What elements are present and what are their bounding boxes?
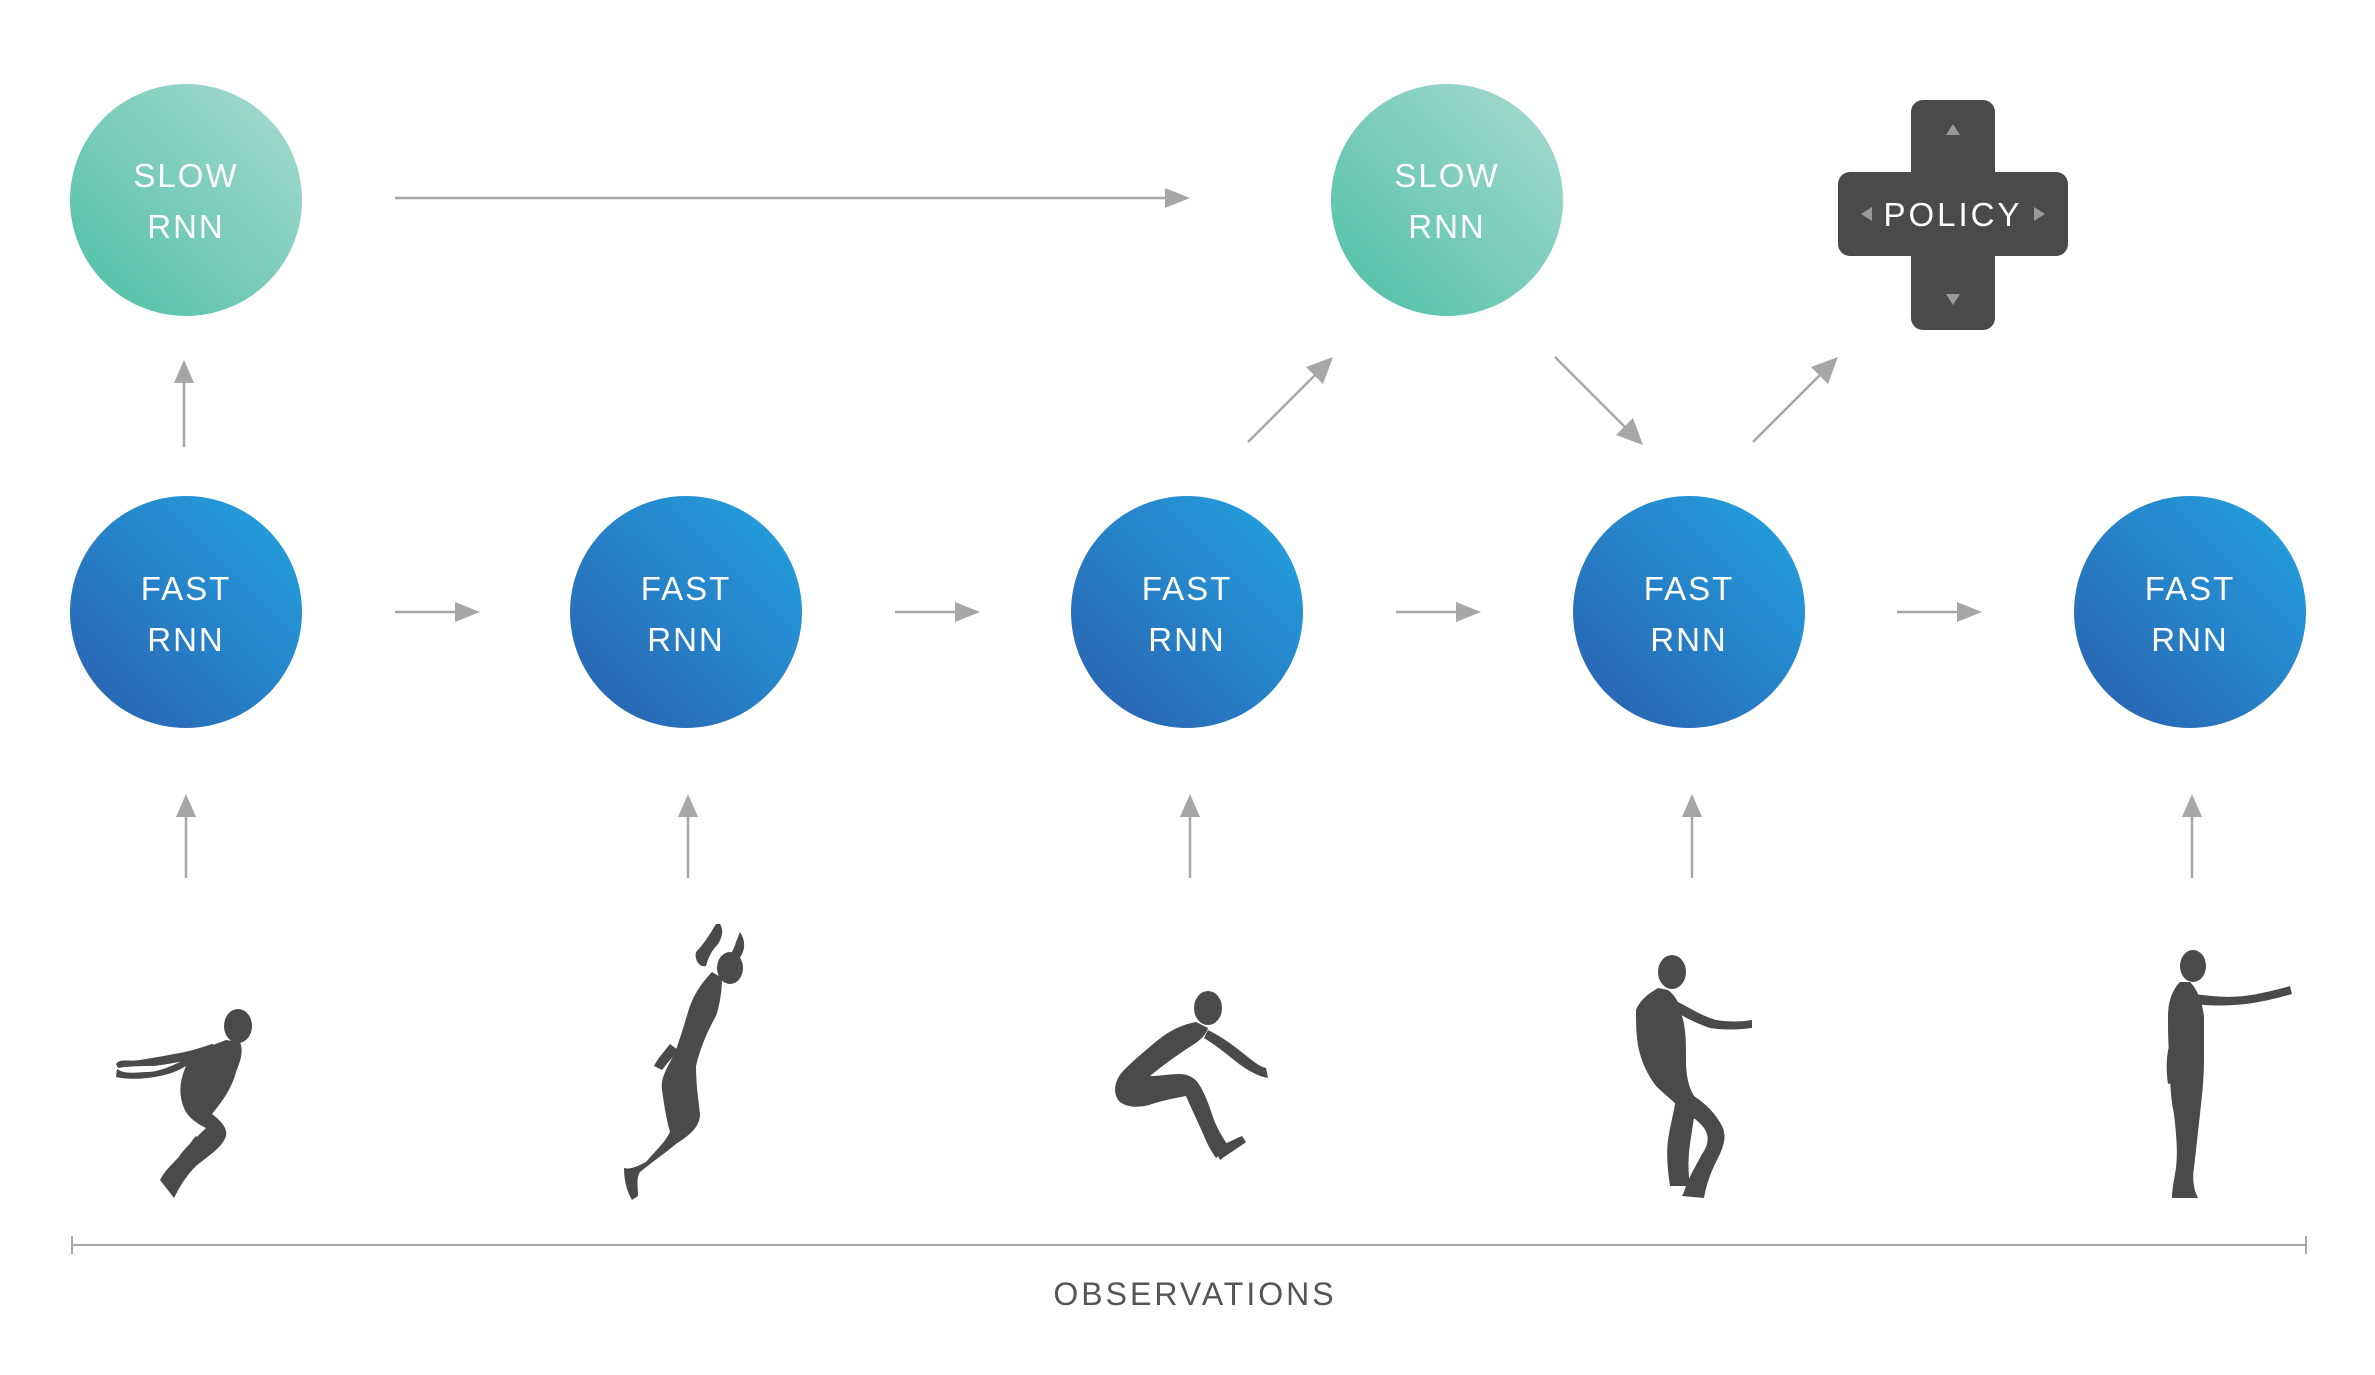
- arrow-obs5-to-fast5: [2182, 794, 2202, 878]
- arrow-fast4-to-policy: [1752, 357, 1838, 443]
- fast-rnn-node-3: FAST RNN: [1071, 496, 1303, 728]
- fast-rnn-node-5-line1: FAST: [2145, 570, 2236, 607]
- fast-rnn-node-1-line2: RNN: [147, 621, 225, 658]
- standing-figure-icon: [2166, 950, 2292, 1198]
- fast-rnn-node-3-line2: RNN: [1148, 621, 1226, 658]
- arrow-obs2-to-fast2: [678, 794, 698, 878]
- fast-rnn-node-4-line1: FAST: [1644, 570, 1735, 607]
- dpad-right-arrow-icon: [2034, 207, 2045, 221]
- fast-rnn-node-5-line2: RNN: [2151, 621, 2229, 658]
- fast-rnn-node-1-line1: FAST: [141, 570, 232, 607]
- slow-rnn-node-2-line1: SLOW: [1394, 157, 1499, 194]
- dpad-down-arrow-icon: [1946, 294, 1960, 305]
- slow-rnn-node-2: SLOW RNN: [1331, 84, 1563, 316]
- slow-rnn-node-2-line2: RNN: [1408, 208, 1486, 245]
- policy-label: POLICY: [1883, 196, 2022, 233]
- fast-rnn-node-4-line2: RNN: [1650, 621, 1728, 658]
- slow-rnn-node-1: SLOW RNN: [70, 84, 302, 316]
- dpad-up-arrow-icon: [1946, 124, 1960, 135]
- tuck-jump-figure-icon: [1115, 991, 1268, 1160]
- jump-figure-icon: [624, 924, 745, 1200]
- arrow-fast3-to-fast4: [1396, 602, 1481, 622]
- fast-rnn-node-2-line2: RNN: [647, 621, 725, 658]
- arrow-obs4-to-fast4: [1682, 794, 1702, 878]
- observations-axis: [71, 1236, 2307, 1254]
- arrow-fast1-to-slow1: [174, 360, 194, 447]
- fast-rnn-node-3-line1: FAST: [1142, 570, 1233, 607]
- arrows: [174, 188, 2202, 878]
- fast-rnn-node-2-line1: FAST: [641, 570, 732, 607]
- fast-rnn-node-1: FAST RNN: [70, 496, 302, 728]
- slow-rnn-node-1-line2: RNN: [147, 208, 225, 245]
- observations-label: OBSERVATIONS: [1053, 1276, 1336, 1312]
- arrow-obs3-to-fast3: [1180, 794, 1200, 878]
- arrow-fast3-to-slow2: [1247, 357, 1333, 443]
- arrow-slow1-to-slow2: [395, 188, 1190, 208]
- arrow-slow2-to-fast4: [1554, 356, 1643, 445]
- arrow-fast4-to-fast5: [1897, 602, 1982, 622]
- fast-rnn-node-4: FAST RNN: [1573, 496, 1805, 728]
- arrow-obs1-to-fast1: [176, 794, 196, 878]
- fast-rnn-node-2: FAST RNN: [570, 496, 802, 728]
- policy-dpad: POLICY: [1838, 100, 2068, 330]
- arrow-fast2-to-fast3: [895, 602, 980, 622]
- dpad-icon: [1838, 100, 2068, 330]
- fast-rnn-node-5: FAST RNN: [2074, 496, 2306, 728]
- crouch-figure-icon: [116, 1009, 252, 1198]
- dpad-left-arrow-icon: [1861, 207, 1872, 221]
- landing-figure-icon: [1636, 955, 1752, 1198]
- slow-rnn-node-1-line1: SLOW: [133, 157, 238, 194]
- arrow-fast1-to-fast2: [395, 602, 480, 622]
